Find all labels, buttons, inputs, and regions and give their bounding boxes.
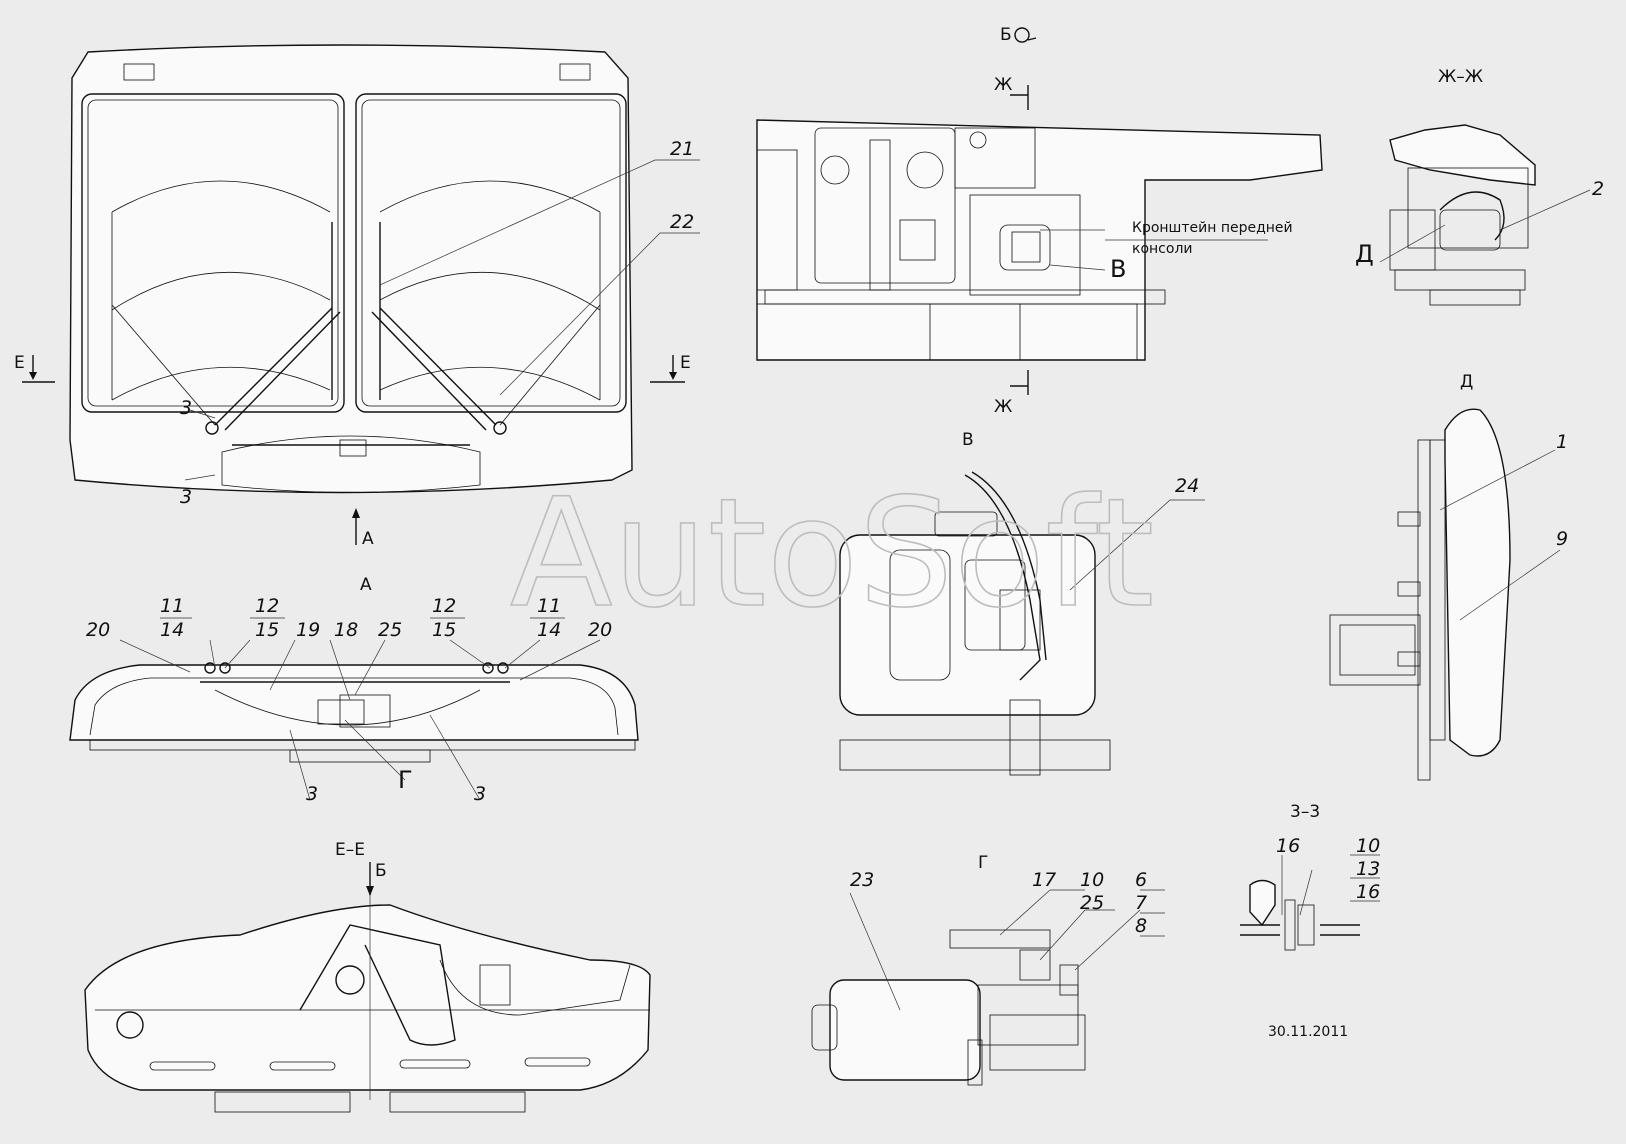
section-mark-zh-top: Ж — [994, 75, 1012, 95]
callout-11-left: 11 — [160, 595, 184, 617]
callout-16-left: 16 — [1276, 835, 1300, 857]
callout-15-left: 15 — [255, 619, 279, 641]
callout-20-left: 20 — [86, 619, 110, 641]
watermark: AutoSoft — [510, 467, 1154, 641]
callout-g: Г — [398, 766, 413, 794]
callout-14-right: 14 — [537, 619, 561, 641]
callout-13: 13 — [1356, 858, 1380, 880]
section-e-e: Е–Е Б — [84, 840, 651, 1113]
callout-2: 2 — [1592, 178, 1604, 200]
callout-3-lower: 3 — [180, 486, 192, 508]
view-d: Д 1 9 — [1329, 372, 1568, 781]
callout-3-upper: 3 — [180, 397, 192, 419]
callout-10-g: 10 — [1080, 869, 1104, 891]
section-ee-title: Е–Е — [335, 840, 365, 860]
callout-23: 23 — [850, 869, 874, 891]
section-mark-e-right: Е — [680, 353, 691, 373]
view-v-title: В — [962, 430, 974, 450]
view-v: В 24 — [839, 430, 1205, 776]
view-a: А 11 14 12 15 20 19 18 — [69, 575, 639, 805]
callout-12-left: 12 — [255, 595, 279, 617]
callout-18: 18 — [334, 619, 358, 641]
callout-9: 9 — [1556, 528, 1568, 550]
section-mark-zh-bottom: Ж — [994, 397, 1012, 417]
callout-d: Д — [1355, 240, 1374, 268]
callout-25-g: 25 — [1080, 892, 1104, 914]
view-a-title: А — [360, 575, 372, 595]
callout-15-right: 15 — [432, 619, 456, 641]
callout-25: 25 — [378, 619, 402, 641]
view-g: Г 23 17 10 25 6 7 8 — [811, 853, 1165, 1086]
callout-14-left: 14 — [160, 619, 184, 641]
view-b: Б Ж Ж Кронштейн передней консоли В — [756, 25, 1323, 417]
section-mark-e-left: Е — [14, 353, 25, 373]
section-zh-zh: Ж–Ж 2 Д — [1355, 67, 1604, 306]
callout-11-right: 11 — [537, 595, 561, 617]
callout-16-right: 16 — [1356, 881, 1380, 903]
callout-19: 19 — [296, 619, 320, 641]
callout-22: 22 — [670, 211, 694, 233]
view-d-title: Д — [1460, 372, 1473, 392]
callout-7: 7 — [1135, 892, 1147, 914]
front-view: 21 22 3 3 Е Е А — [14, 44, 700, 549]
callout-6: 6 — [1135, 869, 1147, 891]
view-g-title: Г — [978, 853, 988, 873]
callout-10-zz: 10 — [1356, 835, 1380, 857]
view-b-title: Б — [1000, 25, 1012, 45]
callout-21: 21 — [670, 138, 694, 160]
bracket-annotation-line1: Кронштейн передней — [1132, 220, 1293, 236]
section-z-z: 3–3 16 10 13 16 — [1240, 802, 1380, 951]
callout-12-right: 12 — [432, 595, 456, 617]
view-arrow-a: А — [362, 529, 374, 549]
section-zh-title: Ж–Ж — [1438, 67, 1483, 87]
callout-17: 17 — [1032, 869, 1056, 891]
section-ee-arrow: Б — [375, 861, 387, 881]
section-zz-title: 3–3 — [1290, 802, 1320, 822]
callout-8: 8 — [1135, 915, 1147, 937]
callout-v: В — [1110, 255, 1126, 283]
callout-3-a-left: 3 — [306, 783, 318, 805]
drawing-date: 30.11.2011 — [1268, 1024, 1348, 1040]
callout-3-a-right: 3 — [474, 783, 486, 805]
callout-1: 1 — [1556, 431, 1568, 453]
bracket-annotation-line2: консоли — [1132, 241, 1192, 257]
callout-20-right: 20 — [588, 619, 612, 641]
callout-24: 24 — [1175, 475, 1199, 497]
